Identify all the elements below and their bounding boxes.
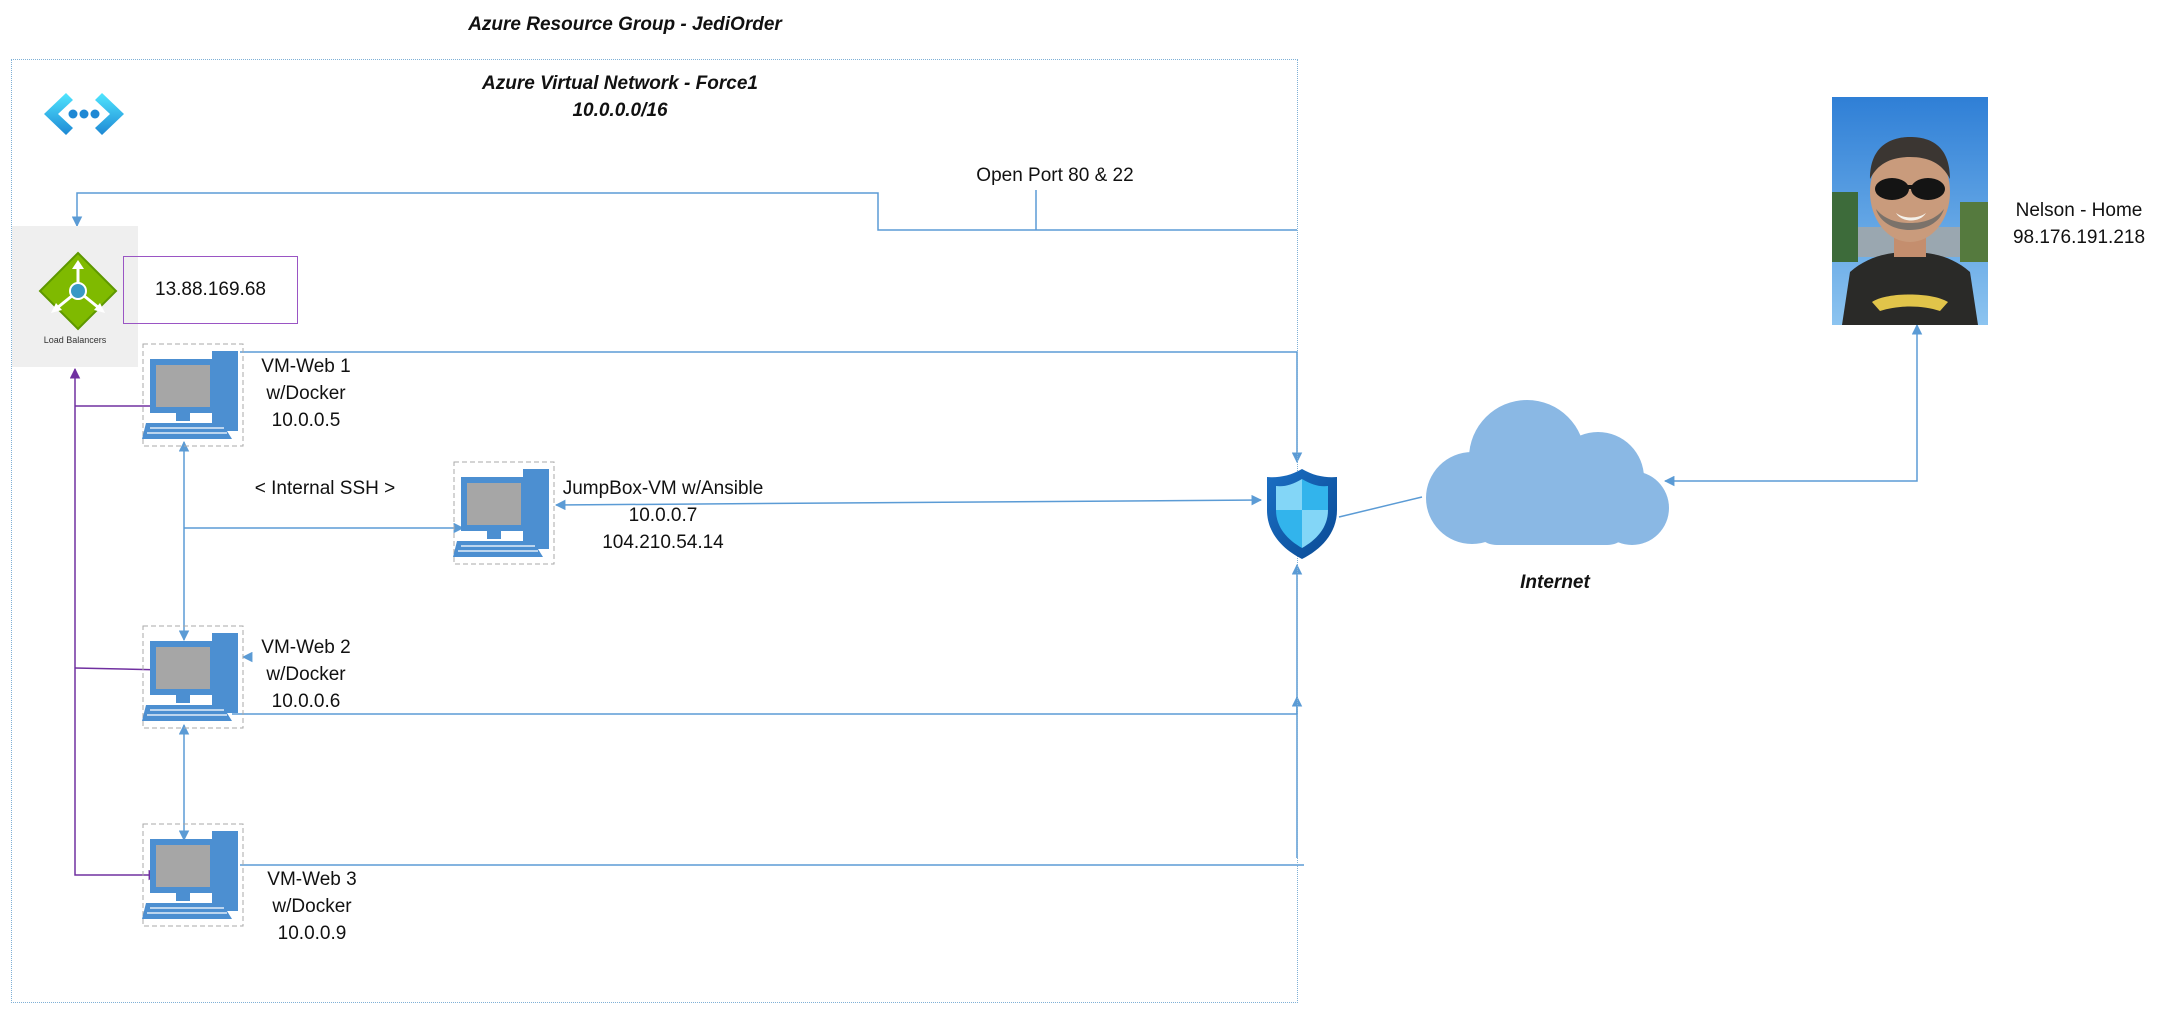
internal-ssh-label: < Internal SSH > [254, 478, 396, 499]
load-balancer-ip-text: 13.88.169.68 [155, 279, 266, 300]
jumpbox-firewall-line [554, 494, 1263, 511]
vm-web3-ip: 10.0.0.9 [277, 923, 347, 944]
vm-web3-name: VM-Web 3 [267, 869, 357, 890]
cloud-icon [1426, 400, 1669, 545]
internet-home-line [1663, 323, 1923, 487]
resource-group-title: Azure Resource Group - JediOrder [468, 14, 782, 35]
jumpbox-computer-icon [453, 461, 555, 565]
vm-web3-label: VM-Web 3 w/Docker 10.0.0.9 [254, 866, 370, 947]
vm-web1-label: VM-Web 1 w/Docker 10.0.0.5 [248, 353, 364, 434]
virtual-network-icon [44, 93, 124, 135]
vm-web2-name: VM-Web 2 [261, 637, 351, 658]
open-port-line [71, 192, 1297, 231]
jumpbox-public-ip: 104.210.54.14 [602, 532, 724, 553]
home-name: Nelson - Home [2015, 200, 2143, 221]
network-security-shield-icon [1267, 469, 1337, 559]
load-balancer-icon [38, 251, 118, 331]
vm-web3-sub: w/Docker [272, 896, 352, 917]
load-balancer-ip: 13.88.169.68 [123, 256, 298, 324]
lb-vm3-link [69, 367, 160, 881]
vnet-cidr: 10.0.0.0/16 [572, 100, 668, 121]
home-user-photo [1832, 97, 1988, 325]
vm-web1-computer-icon [142, 343, 244, 447]
vm-web2-label: VM-Web 2 w/Docker 10.0.0.6 [248, 634, 364, 715]
vnet-title: Azure Virtual Network - Force1 [482, 73, 758, 94]
load-balancer-caption: Load Balancers [43, 335, 107, 345]
firewall-internet-line [1338, 496, 1423, 518]
vm-web1-sub: w/Docker [266, 383, 346, 404]
home-label: Nelson - Home 98.176.191.218 [1998, 197, 2159, 251]
jumpbox-label: JumpBox-VM w/Ansible 10.0.0.7 104.210.54… [550, 475, 776, 556]
vm-web2-sub: w/Docker [266, 664, 346, 685]
vm-web1-name: VM-Web 1 [261, 356, 351, 377]
jumpbox-name: JumpBox-VM w/Ansible [562, 478, 764, 499]
vm-web2-computer-icon [142, 625, 244, 729]
home-ip: 98.176.191.218 [2012, 227, 2146, 248]
internet-label: Internet [1520, 572, 1590, 593]
open-port-label: Open Port 80 & 22 [976, 165, 1134, 186]
jumpbox-private-ip: 10.0.0.7 [628, 505, 698, 526]
vm-web2-ip: 10.0.0.6 [271, 691, 341, 712]
vm-web3-computer-icon [142, 823, 244, 927]
load-balancer-tile: Load Balancers [12, 226, 138, 367]
vm-web1-ip: 10.0.0.5 [271, 410, 341, 431]
